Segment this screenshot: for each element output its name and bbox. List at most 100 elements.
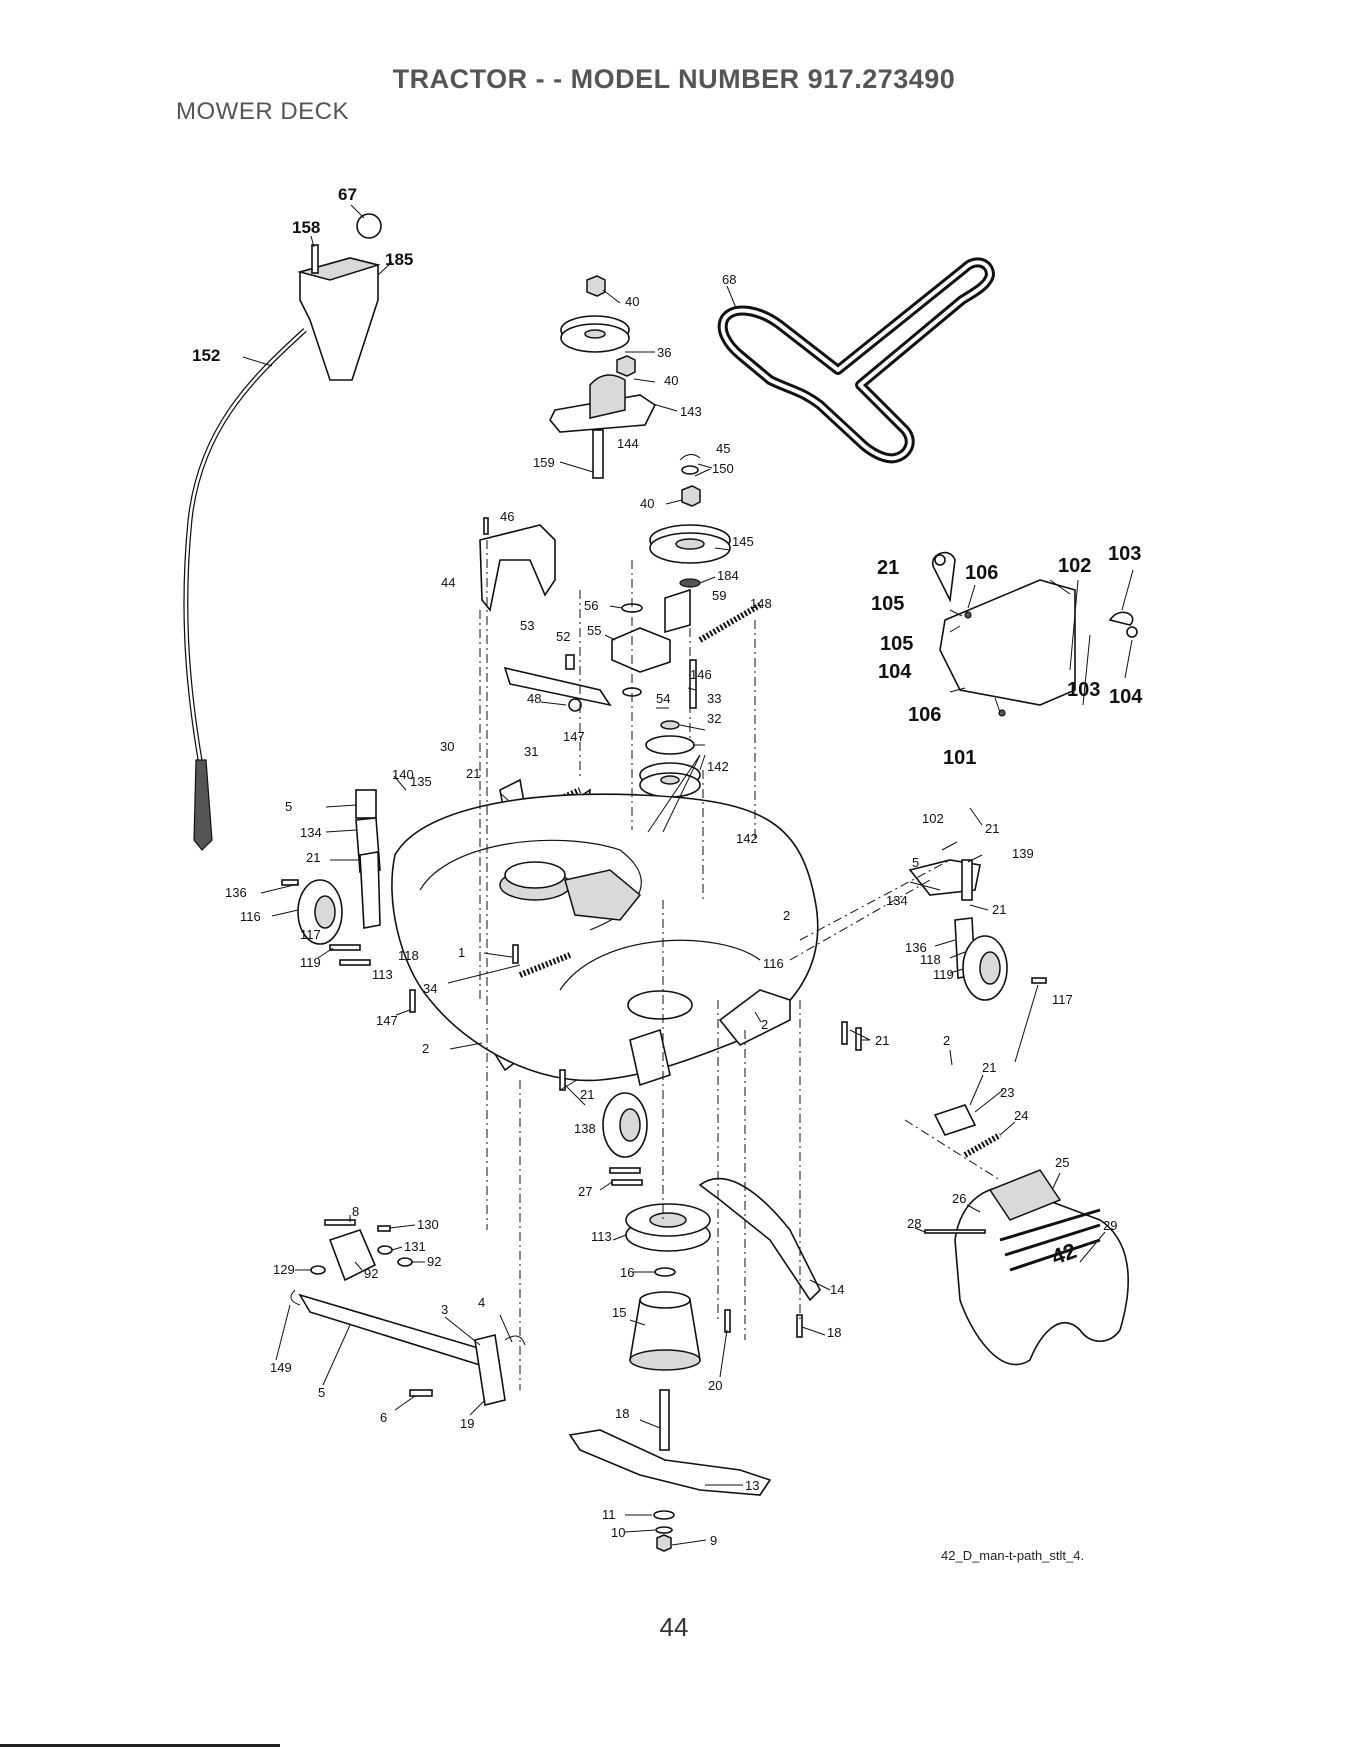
bolt-19 — [409, 1389, 433, 1397]
bolt-34 — [512, 944, 519, 964]
callout-15: 16 — [620, 1265, 634, 1280]
callout-113: 27 — [578, 1184, 592, 1199]
idler-mount — [564, 869, 642, 921]
callout-25: 24 — [1014, 1108, 1028, 1123]
callout-102: 101 — [943, 747, 976, 769]
nut-102b — [998, 709, 1006, 717]
nut-40-mid — [616, 355, 636, 377]
bracket-138 — [629, 1028, 671, 1087]
bracket-59 — [664, 588, 691, 634]
right-deck-hangers — [841, 859, 1047, 1051]
nut-92a — [310, 1265, 326, 1275]
callout-92: 92 — [427, 1254, 441, 1269]
callout-55: 55 — [587, 623, 601, 638]
callout-1: 118 — [398, 948, 419, 963]
callout-21: 142 — [736, 831, 758, 846]
callout-68: 68 — [722, 272, 736, 287]
callout-146: 146 — [690, 667, 712, 682]
callout-14: 15 — [612, 1305, 626, 1320]
callout-152: 152 — [192, 346, 220, 365]
callout-143: 143 — [680, 404, 702, 419]
callout-118: 113 — [372, 967, 393, 982]
callout-158: 158 — [292, 218, 320, 237]
idler-bracket-assembly — [503, 588, 762, 712]
washer-15 — [654, 1267, 676, 1277]
clutch-cable-152 — [183, 328, 307, 761]
callout-10: 11 — [602, 1507, 616, 1522]
washer-184 — [679, 578, 701, 588]
callout-136: 21 — [306, 850, 320, 865]
callout-67: 67 — [338, 185, 357, 204]
callout-21: 30 — [440, 739, 454, 754]
bolt-2-front — [559, 1069, 566, 1091]
spring-25 — [963, 1132, 1002, 1158]
bolt-116a — [281, 879, 299, 886]
spindle-opening-right — [627, 990, 693, 1020]
bolt-158 — [311, 244, 319, 274]
callout-139: 5 — [912, 855, 919, 870]
bolt-159 — [592, 429, 604, 479]
bolt-131 — [377, 1225, 391, 1232]
deflector-101 — [939, 579, 1076, 706]
callout-147: 34 — [423, 981, 437, 996]
callout-32: 32 — [707, 711, 721, 726]
blade-11 — [568, 1429, 772, 1496]
callout-113: 119 — [300, 955, 321, 970]
deck-lift-linkage — [290, 1219, 526, 1406]
nut-40-top — [586, 275, 606, 297]
callout-144: 144 — [617, 436, 639, 451]
bolt-113b-2 — [611, 1179, 643, 1186]
callout-105: 105 — [871, 593, 904, 615]
baffle-20 — [698, 1177, 821, 1302]
callout-130: 8 — [352, 1204, 359, 1219]
rod-29 — [924, 1229, 986, 1234]
footer-rule — [0, 1744, 280, 1747]
bolt-113b-1 — [609, 1167, 641, 1174]
spring-105b — [1108, 611, 1134, 626]
callout-21: 2 — [761, 1017, 768, 1032]
bolt-52 — [565, 654, 575, 670]
callout-45: 45 — [716, 441, 730, 456]
discharge-chute-27: 42 — [924, 1169, 1129, 1366]
spindle-shaft-13 — [659, 1389, 670, 1451]
callout-142: 2 — [422, 1041, 429, 1056]
callout-27: 29 — [1103, 1218, 1117, 1233]
callout-138: 21 — [580, 1087, 594, 1102]
pin-149 — [504, 1335, 526, 1346]
callout-48: 48 — [527, 691, 541, 706]
callout-leaders — [242, 204, 1134, 1546]
callout-5: 149 — [270, 1360, 292, 1375]
callout-21: 2 — [943, 1033, 950, 1048]
callout-5: 140 — [392, 767, 414, 782]
nut-102a — [964, 611, 972, 619]
bracket-3 — [328, 1229, 377, 1282]
callout-56: 56 — [584, 598, 598, 613]
washer-129 — [377, 1245, 393, 1255]
hairpin-5 — [290, 1289, 301, 1306]
callout-103: 102 — [1058, 555, 1091, 577]
nut-40-low — [681, 485, 701, 507]
washer-150 — [681, 465, 699, 475]
callout-2: 116 — [763, 956, 784, 971]
callout-20: 14 — [830, 1282, 844, 1297]
deck-baffle — [718, 989, 791, 1047]
bolt-18b — [796, 1314, 803, 1338]
callout-59: 59 — [712, 588, 726, 603]
knob-67 — [356, 213, 382, 239]
callout-105: 103 — [1108, 543, 1141, 565]
page-number: 44 — [659, 1612, 689, 1642]
page-title: TRACTOR - - MODEL NUMBER 917.273490 — [392, 64, 956, 94]
callout-92: 129 — [273, 1262, 295, 1277]
spring-147b — [518, 952, 572, 978]
callout-159: 159 — [533, 455, 555, 470]
washer-48 — [568, 698, 582, 712]
cable-spring — [193, 759, 213, 851]
nut-33 — [660, 720, 680, 730]
callout-116: 117 — [1052, 992, 1073, 1007]
chute-mount — [933, 1104, 1002, 1158]
section-title: MOWER DECK — [176, 98, 349, 125]
callout-135: 134 — [300, 825, 322, 840]
callout-136: 21 — [992, 902, 1006, 917]
callout-3: 92 — [364, 1266, 378, 1281]
